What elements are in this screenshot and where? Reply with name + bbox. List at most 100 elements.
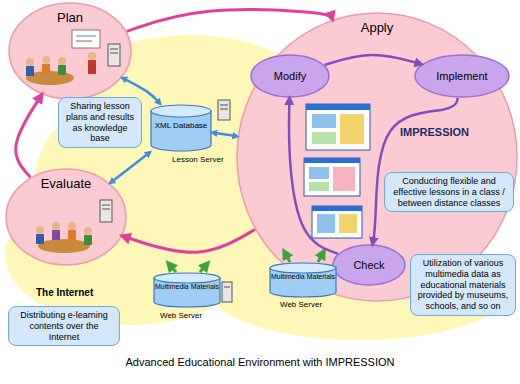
server-icon	[102, 209, 110, 210]
server-icon	[110, 53, 118, 54]
data-arrow	[212, 133, 237, 137]
screen-window	[312, 206, 362, 238]
node-text: Apply	[361, 20, 394, 35]
step-arrow	[373, 98, 458, 244]
distribution-arrow	[318, 251, 324, 262]
screen-window	[304, 158, 360, 196]
step-ellipse	[333, 245, 405, 285]
server-icon	[100, 200, 112, 222]
database-cylinder	[151, 105, 211, 117]
server-icon	[220, 109, 228, 110]
meeting-scene	[58, 65, 66, 75]
screen-window	[339, 214, 357, 233]
evaluation-scene	[36, 226, 44, 234]
database-cylinder	[270, 263, 336, 273]
meeting-scene	[88, 52, 96, 60]
screen-window	[312, 132, 336, 144]
screen-window	[333, 167, 355, 191]
node-text: Multimedia Materials	[271, 273, 335, 281]
node-text: Check	[353, 259, 384, 271]
step-ellipse: Modify	[250, 54, 330, 98]
node-text: Plan	[57, 10, 83, 25]
screen-window	[317, 214, 335, 233]
server-icon	[100, 200, 112, 222]
screen-window	[304, 158, 360, 163]
cycle-arrow	[16, 95, 42, 178]
evaluation-scene	[36, 234, 44, 244]
meeting-scene	[42, 56, 50, 64]
step-arrow	[289, 98, 338, 254]
cycle-arrow	[122, 229, 255, 252]
screen-window	[306, 104, 370, 150]
server-icon	[222, 282, 232, 302]
meeting-scene	[42, 64, 50, 74]
server-icon	[110, 49, 118, 50]
meeting-scene	[26, 30, 100, 85]
step-ellipse	[251, 55, 329, 97]
node-text: XML Database	[155, 122, 208, 131]
server-icon	[218, 100, 230, 120]
meeting-scene	[58, 57, 66, 65]
screen-window	[306, 104, 370, 150]
meeting-scene	[26, 58, 34, 66]
node-text: Distributing e-learning contents over th…	[14, 310, 114, 342]
data-arrow	[110, 152, 150, 183]
evaluation-scene	[84, 227, 92, 235]
callout-box: Utilization of various multimedia data a…	[410, 254, 516, 316]
server-label: Lesson Server	[172, 155, 224, 164]
server-icon	[222, 282, 232, 302]
server-icon	[224, 287, 230, 288]
node-text: Utilization of various multimedia data a…	[416, 258, 510, 312]
meeting-scene	[88, 60, 96, 74]
callout-box: Distributing e-learning contents over th…	[8, 306, 120, 346]
caption: Advanced Educational Environment with IM…	[0, 356, 520, 368]
database-cylinder: XML Database	[150, 104, 212, 152]
screen-window	[309, 182, 329, 191]
database-cylinder: Multimedia Materials	[153, 272, 221, 308]
callout-box: Sharing lesson plans and results as know…	[58, 97, 142, 148]
data-arrow	[122, 78, 160, 104]
evaluation-scene	[68, 222, 76, 230]
distribution-arrow	[284, 251, 290, 262]
meeting-scene	[76, 41, 92, 42]
server-icon	[220, 105, 228, 106]
database-cylinder	[154, 273, 220, 283]
server-icon	[218, 100, 230, 120]
region-label: The Internet	[36, 287, 93, 298]
node-text: Multimedia Materials	[155, 283, 219, 291]
screen-window	[312, 206, 362, 211]
server-label: Web Server	[280, 300, 322, 309]
phase-ellipse	[9, 3, 131, 99]
server-icon	[102, 205, 110, 206]
cycle-arrow	[127, 10, 333, 32]
step-ellipse: Implement	[414, 54, 510, 98]
server-icon	[108, 44, 120, 66]
connector-group	[16, 10, 458, 254]
distribution-arrow	[200, 263, 208, 272]
node-text: Sharing lesson plans and results as know…	[64, 101, 136, 144]
screen-window	[306, 104, 370, 110]
evaluation-scene	[52, 230, 60, 240]
distribution-arrow	[168, 263, 176, 272]
screen-window	[309, 167, 329, 179]
step-arrow	[325, 55, 422, 65]
screen-window	[304, 158, 360, 196]
evaluation-scene	[84, 235, 92, 245]
server-icon	[108, 44, 120, 66]
phase-ellipse	[6, 169, 126, 265]
meeting-scene	[76, 36, 96, 37]
meeting-scene	[26, 66, 34, 76]
database-cylinder: Multimedia Materials	[269, 262, 337, 298]
meeting-scene	[72, 30, 100, 48]
step-ellipse	[415, 55, 509, 97]
step-ellipse: Check	[332, 244, 406, 286]
evaluation-scene	[68, 230, 76, 240]
evaluation-scene	[38, 239, 90, 253]
evaluation-scene	[52, 222, 60, 230]
callout-box: Conducting flexible and effective lesson…	[384, 172, 514, 212]
server-label: Web Server	[160, 311, 202, 320]
evaluation-scene	[36, 222, 92, 253]
screen-window	[312, 114, 336, 128]
node-text: Conducting flexible and effective lesson…	[390, 176, 508, 208]
